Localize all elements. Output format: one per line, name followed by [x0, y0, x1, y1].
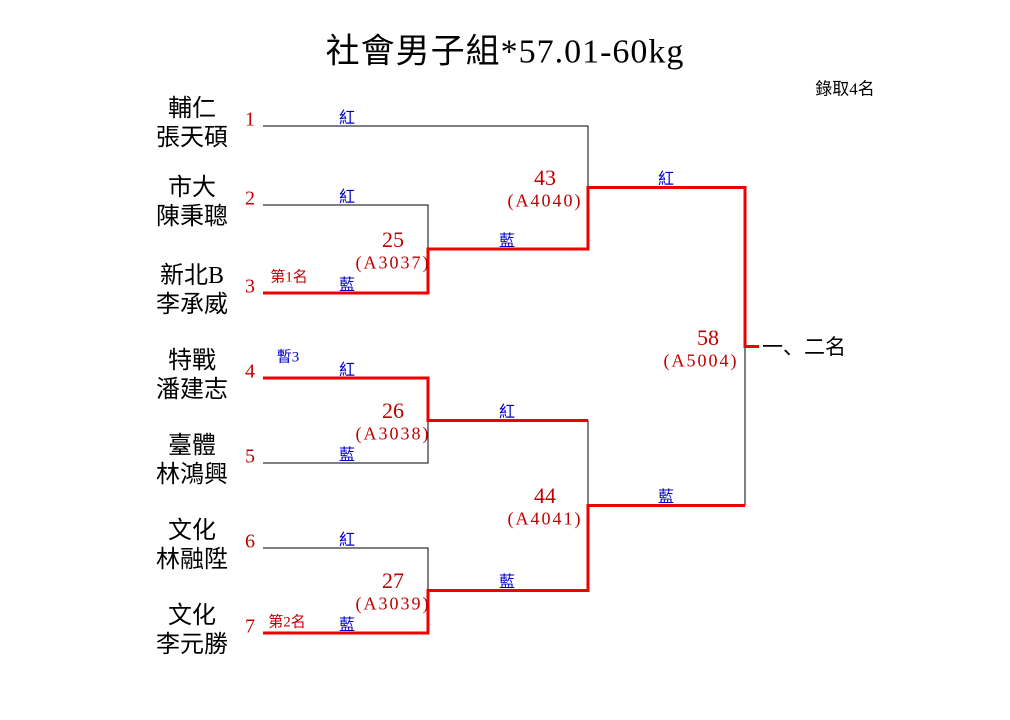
- corner-label-seed4: 紅: [338, 362, 356, 379]
- competitor-seed7: 文化 李元勝: [156, 602, 228, 660]
- match-number-58: 58: [697, 325, 719, 350]
- advance-corner-m27: 藍: [498, 574, 516, 591]
- competitor-team: 文化: [168, 603, 216, 629]
- seed-number-1: 1: [245, 108, 255, 131]
- competitor-player: 李承威: [156, 292, 228, 318]
- final-result-label: 一、二名: [762, 335, 846, 359]
- line-seed5-to-m26: [263, 420, 429, 464]
- competitor-player: 李元勝: [156, 632, 228, 658]
- competitor-team: 市大: [168, 175, 216, 201]
- competitor-player: 林融陞: [156, 547, 228, 573]
- competitor-player: 潘建志: [156, 377, 228, 403]
- competitor-seed4: 特戰 潘建志: [156, 347, 228, 405]
- seed-number-6: 6: [245, 530, 255, 553]
- seed-number-5: 5: [245, 445, 255, 468]
- match-code-26: (A3038): [355, 423, 431, 444]
- page-title: 社會男子組*57.01-60kg: [325, 33, 685, 71]
- competitor-seed2: 市大 陳秉聰: [156, 174, 228, 232]
- match-number-26: 26: [382, 398, 404, 423]
- competitor-seed1: 輔仁 張天碩: [156, 95, 228, 153]
- line-seed1-to-m43: [263, 125, 589, 188]
- advance-corner-m43: 紅: [657, 171, 675, 188]
- corner-label-seed2: 紅: [338, 189, 356, 206]
- match-code-43: (A4040): [507, 190, 583, 211]
- placement-annotation-seed4: 暫3: [276, 349, 300, 366]
- match-code-27: (A3039): [355, 593, 431, 614]
- line-seed6-to-m27: [263, 547, 429, 591]
- match-code-44: (A4041): [507, 508, 583, 529]
- competitor-seed5: 臺體 林鴻興: [156, 432, 228, 490]
- match-number-25: 25: [382, 227, 404, 252]
- match-number-27: 27: [382, 568, 404, 593]
- competitor-team: 新北B: [159, 263, 224, 289]
- line-seed2-to-m25: [263, 204, 429, 249]
- competitor-player: 林鴻興: [156, 462, 228, 488]
- seed-number-3: 3: [245, 275, 255, 298]
- competitor-team: 文化: [168, 518, 216, 544]
- competitor-team: 輔仁: [168, 96, 216, 122]
- competitor-team: 特戰: [168, 348, 216, 374]
- advance-corner-m26: 紅: [498, 404, 516, 421]
- seed-number-4: 4: [245, 360, 255, 383]
- competitor-player: 張天碩: [156, 125, 228, 151]
- competitor-team: 臺體: [168, 433, 216, 459]
- winner-path-seed3-to-champion: [263, 185, 759, 349]
- corner-label-seed1: 紅: [338, 110, 356, 127]
- corner-label-seed5: 藍: [338, 447, 356, 464]
- corner-label-seed7: 藍: [338, 617, 356, 634]
- corner-label-seed6: 紅: [338, 532, 356, 549]
- competitor-seed3: 新北B 李承威: [156, 262, 228, 320]
- match-code-25: (A3037): [355, 252, 431, 273]
- winner-path-seed4-to-semifinal: [263, 376, 588, 423]
- seed-number-2: 2: [245, 187, 255, 210]
- qualifier-note: 錄取4名: [815, 79, 875, 99]
- advance-corner-m25: 藍: [498, 233, 516, 250]
- match-number-43: 43: [534, 165, 556, 190]
- competitor-player: 陳秉聰: [156, 204, 228, 230]
- placement-annotation-seed7: 第2名: [268, 614, 306, 631]
- match-code-58: (A5004): [663, 350, 739, 371]
- advance-corner-m44: 藍: [657, 489, 675, 506]
- match-number-44: 44: [534, 483, 556, 508]
- corner-label-seed3: 藍: [338, 277, 356, 294]
- winner-path-seed7-to-final: [263, 503, 745, 635]
- placement-annotation-seed3: 第1名: [270, 269, 308, 286]
- seed-number-7: 7: [245, 615, 255, 638]
- competitor-seed6: 文化 林融陞: [156, 517, 228, 575]
